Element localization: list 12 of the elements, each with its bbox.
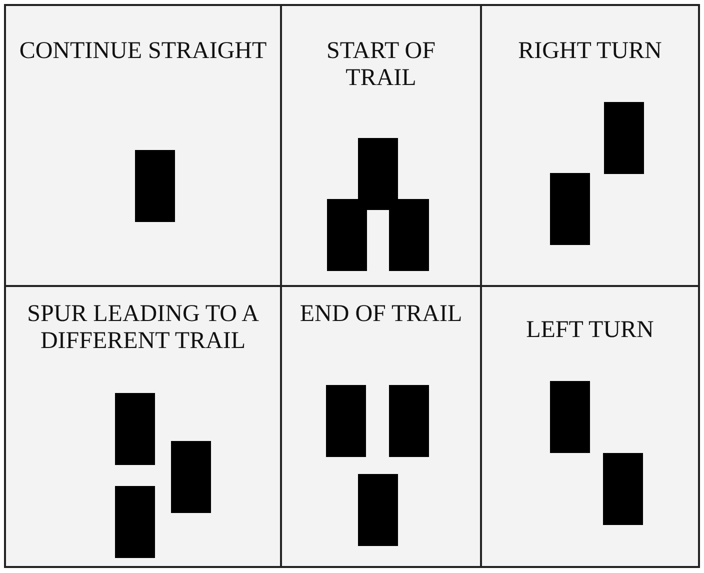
trail-sign-panel [280,285,482,568]
sign-caption: END OF TRAIL [298,301,464,328]
sign-caption: START OF TRAIL [326,38,436,92]
sign-caption: RIGHT TURN [517,38,663,65]
trail-sign-panel [480,285,700,568]
trail-sign-panel [480,4,700,287]
sign-caption: CONTINUE STRAIGHT [18,38,268,65]
sign-caption: LEFT TURN [525,317,655,344]
trail-sign-panel [4,4,282,287]
sign-caption: SPUR LEADING TO A DIFFERENT TRAIL [26,301,260,355]
trail-sign-panel [280,4,482,287]
trail-sign-panel [4,285,282,568]
